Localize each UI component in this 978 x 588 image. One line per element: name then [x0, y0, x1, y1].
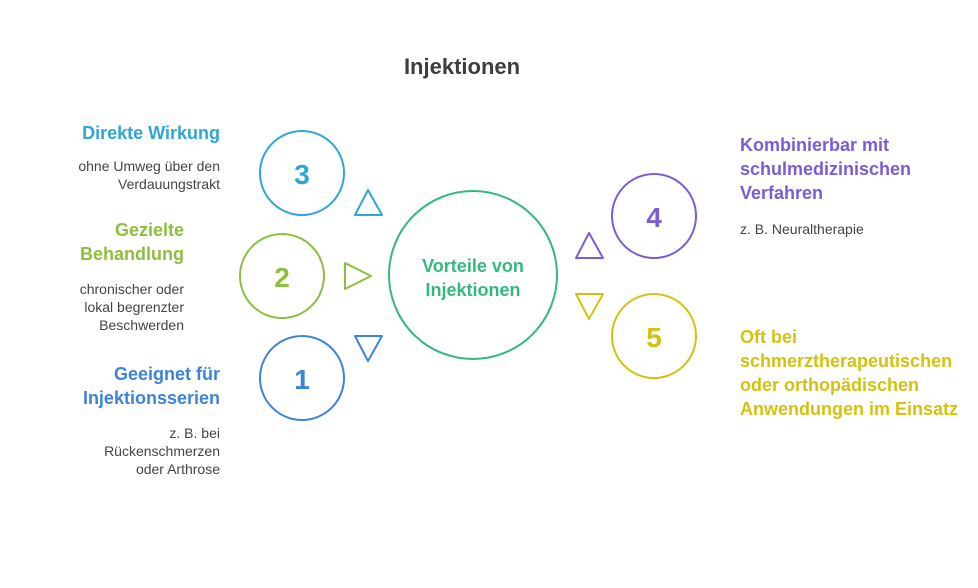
item-4-heading: Kombinierbar mit schulmedizinischen Verf… — [740, 135, 912, 203]
item-3-heading: Direkte Wirkung — [82, 123, 220, 143]
item-5-number: 5 — [646, 322, 662, 353]
item-1-description: z. B. bei Rückenschmerzen oder Arthrose — [104, 425, 220, 477]
item-1-circle — [259, 335, 345, 421]
item-3-circle — [259, 130, 345, 216]
item-4-number: 4 — [646, 202, 662, 233]
item-3-arrow-icon — [354, 189, 383, 216]
item-5-arrow-icon — [575, 293, 604, 320]
item-4-circle — [611, 173, 697, 259]
item-2-arrow-icon — [344, 262, 372, 290]
center-label: Vorteile von Injektionen — [422, 256, 524, 300]
item-1-heading: Geeignet für Injektionsserien — [82, 364, 220, 408]
item-2-description: chronischer oder lokal begrenzter Beschw… — [79, 281, 184, 333]
center-circle — [388, 190, 558, 360]
item-1-number: 1 — [294, 364, 310, 395]
item-4-arrow-icon — [575, 232, 604, 259]
item-3-number: 3 — [294, 159, 310, 190]
item-4-description: z. B. Neuraltherapie — [740, 221, 864, 237]
page-title: Injektionen — [403, 54, 521, 79]
item-3-description: ohne Umweg über den Verdauungstrakt — [78, 158, 220, 192]
item-2-number: 2 — [274, 262, 290, 293]
item-5-circle — [611, 293, 697, 379]
item-2-circle — [239, 233, 325, 319]
item-2-heading: Gezielte Behandlung — [80, 220, 184, 264]
item-1-arrow-icon — [354, 335, 383, 362]
item-5-heading: Oft bei schmerztherapeutischen oder orth… — [740, 327, 959, 419]
